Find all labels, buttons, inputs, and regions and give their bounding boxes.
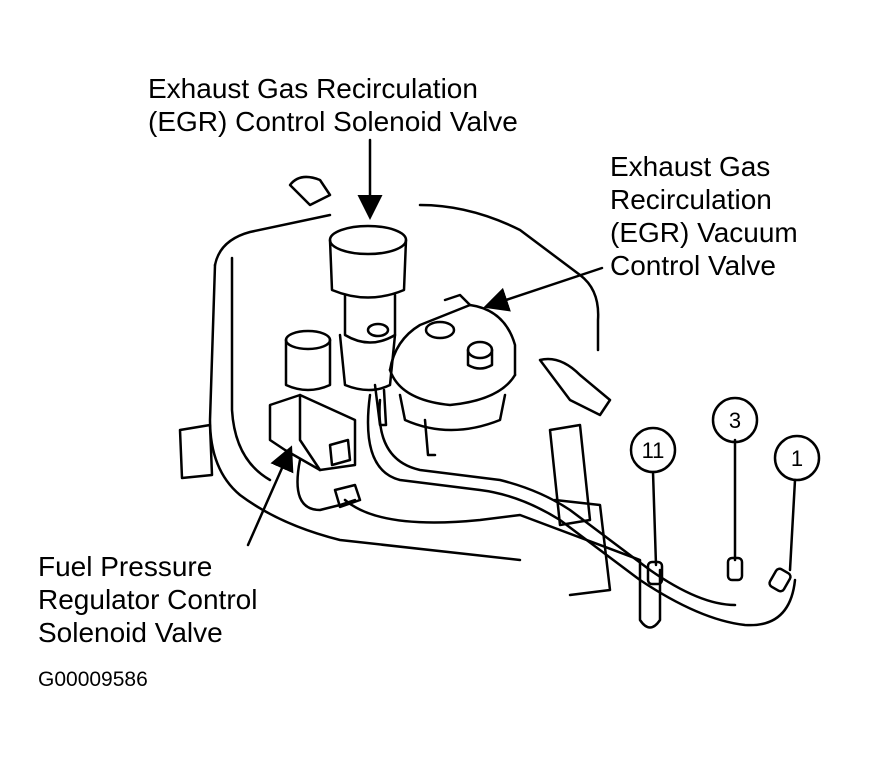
callout-label: 11 bbox=[642, 438, 665, 463]
figure-id: G00009586 bbox=[38, 668, 148, 691]
label-line: (EGR) Vacuum bbox=[610, 217, 798, 248]
egr-vacuum-control-label: Exhaust Gas Recirculation (EGR) Vacuum C… bbox=[610, 150, 798, 282]
callout-1: 1 bbox=[773, 434, 821, 482]
callout-3: 3 bbox=[711, 396, 759, 444]
fuel-pressure-regulator-solenoid-valve bbox=[268, 329, 357, 472]
label-line: Fuel Pressure bbox=[38, 551, 213, 582]
resonator-housing bbox=[178, 175, 612, 562]
vacuum-hoses bbox=[296, 393, 797, 629]
label-line: Recirculation bbox=[610, 184, 772, 215]
arrow-fuel-solenoid bbox=[246, 445, 294, 547]
label-line: Solenoid Valve bbox=[38, 617, 223, 648]
callout-11: 11 bbox=[629, 426, 677, 474]
label-line: Control Valve bbox=[610, 250, 777, 281]
fuel-pressure-regulator-label: Fuel Pressure Regulator Control Solenoid… bbox=[38, 550, 257, 649]
arrow-egr-vacuum bbox=[483, 266, 604, 312]
egr-control-solenoid-valve bbox=[328, 224, 408, 427]
label-line: Exhaust Gas bbox=[610, 151, 771, 182]
egr-control-solenoid-label: Exhaust Gas Recirculation (EGR) Control … bbox=[148, 72, 518, 138]
label-line: Exhaust Gas Recirculation bbox=[148, 73, 478, 104]
label-line: (EGR) Control Solenoid Valve bbox=[148, 106, 518, 137]
callout-label: 1 bbox=[791, 446, 803, 471]
label-line: Regulator Control bbox=[38, 584, 258, 615]
callout-leaders bbox=[646, 438, 797, 593]
egr-vacuum-control-valve bbox=[388, 293, 517, 457]
callout-label: 3 bbox=[729, 408, 741, 433]
